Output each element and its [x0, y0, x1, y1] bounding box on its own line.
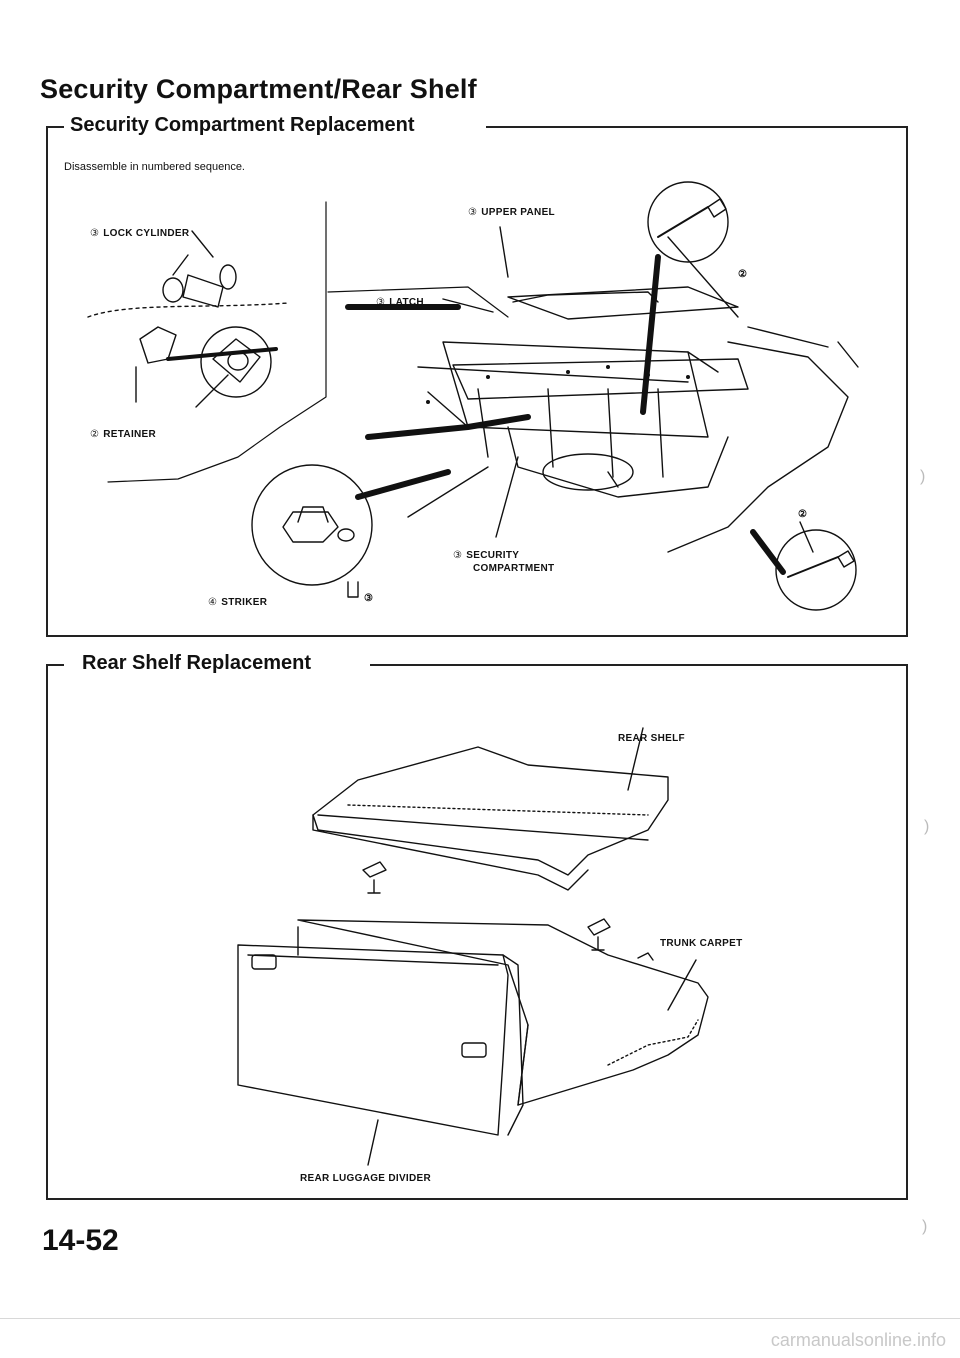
lock-cylinder-illustration: [87, 254, 289, 408]
section-header: Security Compartment Replacement: [46, 114, 908, 140]
rear-shelf-illustration: [312, 746, 669, 891]
bolt-inset-top: [640, 181, 739, 415]
rear-shelf-diagram: [237, 727, 709, 1166]
striker-inset: [251, 464, 451, 598]
trunk-carpet-illustration: [297, 919, 709, 1106]
section-title-rear-shelf: Rear Shelf Replacement: [82, 652, 317, 675]
callout-bolt-top: ②: [738, 269, 748, 280]
bolt-inset-bottom: [750, 521, 857, 611]
disassembly-instruction: Disassemble in numbered sequence.: [64, 161, 245, 173]
callout-trunk-carpet: TRUNK CARPET: [660, 938, 743, 949]
rear-shelf-panel: Rear Shelf Replacement: [46, 652, 908, 1200]
section-header: Rear Shelf Replacement: [46, 652, 908, 678]
page-number: 14-52: [42, 1224, 119, 1257]
section-title-security-compartment: Security Compartment Replacement: [70, 114, 421, 137]
security-compartment-panel: Security Compartment Replacement Disasse…: [46, 114, 908, 637]
footer-watermark: carmanualsonline.info: [770, 1330, 946, 1350]
rear-luggage-divider-illustration: [237, 944, 524, 1136]
scan-mark: ): [922, 1218, 928, 1235]
footer-rule: [0, 1318, 960, 1319]
callout-striker-bolt: ③: [364, 593, 374, 604]
page-title: Security Compartment/Rear Shelf: [40, 74, 477, 104]
security-compartment-diagram: [87, 181, 859, 611]
scan-mark: ): [924, 818, 930, 835]
security-compartment-illustration: [327, 286, 859, 553]
callout-bolt-bottom: ②: [798, 509, 808, 520]
scan-mark: ): [920, 468, 926, 485]
callout-rear-shelf: REAR SHELF: [618, 733, 685, 744]
callout-rear-luggage-divider: REAR LUGGAGE DIVIDER: [300, 1173, 432, 1184]
